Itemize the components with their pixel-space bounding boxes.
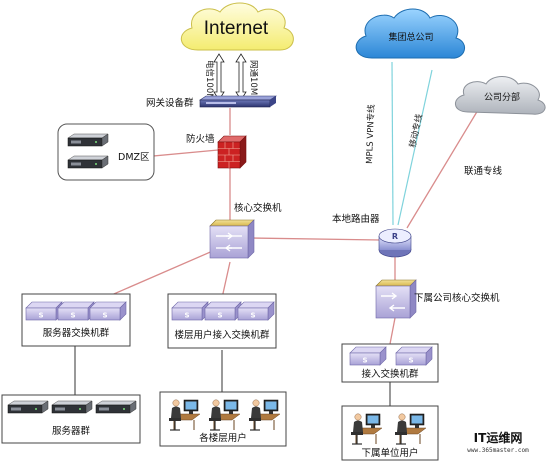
switch-icon xyxy=(25,301,63,321)
dmz-label: DMZ区 xyxy=(118,152,150,163)
switch-icon xyxy=(395,346,433,366)
core-switch-icon xyxy=(209,219,255,259)
link-core-server-switch xyxy=(99,249,216,301)
link-label-left: 电信100M xyxy=(204,60,215,101)
server-switch-label: 服务器交换机群 xyxy=(43,327,110,339)
server-icon xyxy=(51,400,93,414)
access-switch-label: 接入交换机群 xyxy=(361,368,419,380)
access-switch-group: 接入交换机群 xyxy=(341,343,439,383)
sub-users-group: 下属单位用户 xyxy=(341,405,439,461)
sub-core-switch-icon xyxy=(375,279,417,319)
mobile-label: 移动专线 xyxy=(407,113,425,149)
floor-switch-label: 楼层用户接入交换机群 xyxy=(174,329,270,341)
links xyxy=(74,61,479,406)
switch-icon xyxy=(204,301,242,321)
branch-cloud-icon: 公司分部 xyxy=(455,76,546,115)
local-router-label: 本地路由器 xyxy=(332,213,380,225)
arrow-up-down-icon xyxy=(213,53,225,101)
switch-icon xyxy=(237,301,275,321)
sub-core-switch-label: 下属公司核心交换机 xyxy=(414,292,500,304)
arrow-up-down-icon xyxy=(235,53,247,101)
server-switch-group: 服务器交换机群 xyxy=(21,293,131,347)
floor-users-group: 各楼层用户 xyxy=(159,391,287,447)
link-core-floor-switch xyxy=(221,261,231,299)
core-switch-label: 核心交换机 xyxy=(234,202,282,214)
mpls-label: MPLS VPN专线 xyxy=(364,104,377,164)
router-icon: R xyxy=(378,228,412,258)
link-subcore-access xyxy=(389,317,396,345)
floor-users-label: 各楼层用户 xyxy=(199,432,247,444)
server-farm: 服务器群 xyxy=(1,394,141,444)
gateway-label: 网关设备群 xyxy=(146,97,194,109)
switch-icon xyxy=(171,301,209,321)
server-icon xyxy=(7,400,49,414)
hq-cloud-icon: 集团总公司 xyxy=(355,8,465,59)
firewall-label: 防火墙 xyxy=(186,133,215,145)
watermark-title: IT运维网 xyxy=(474,430,523,445)
gateway-device-icon xyxy=(199,95,277,108)
internet-label: Internet xyxy=(204,18,269,39)
dmz-zone: DMZ区 xyxy=(57,123,155,181)
sub-users-label: 下属单位用户 xyxy=(361,447,418,459)
link-router-hq-mpls xyxy=(391,61,394,226)
switch-icon xyxy=(349,346,387,366)
uplink-arrows: 电信100M 网通10M xyxy=(204,53,259,101)
firewall-icon xyxy=(217,135,247,169)
server-icon xyxy=(67,133,109,147)
svg-text:R: R xyxy=(392,232,398,241)
switch-icon xyxy=(57,301,95,321)
internet-cloud-icon: Internet xyxy=(181,2,294,51)
link-router-branch xyxy=(406,109,479,229)
link-label-right: 网通10M xyxy=(248,60,259,95)
link-router-hq-mobile xyxy=(397,69,433,226)
watermark-url: www.365master.com xyxy=(467,447,529,454)
switch-icon xyxy=(89,301,127,321)
watermark: IT运维网 www.365master.com xyxy=(467,430,529,454)
link-core-router xyxy=(249,237,381,241)
floor-switch-group: 楼层用户接入交换机群 xyxy=(167,293,277,349)
branch-label: 公司分部 xyxy=(484,91,520,103)
unicom-label: 联通专线 xyxy=(464,165,503,177)
servers-label: 服务器群 xyxy=(52,425,91,437)
server-icon xyxy=(67,155,109,169)
hq-label: 集团总公司 xyxy=(388,31,433,43)
server-icon xyxy=(95,400,137,414)
